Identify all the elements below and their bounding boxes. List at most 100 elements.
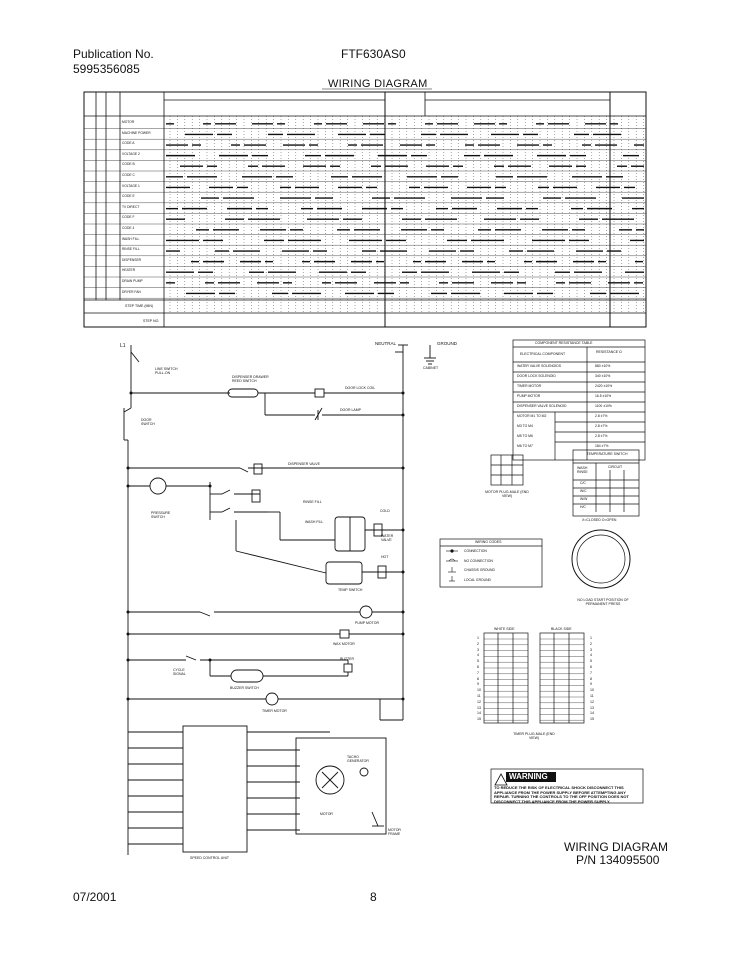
model-number: FTF630AS0 [341, 47, 406, 61]
speed-control-label: SPEED CONTROL UNIT [190, 856, 229, 860]
chart-row-label: CODE A [122, 141, 135, 146]
timer-plug-pin-number: 9 [590, 682, 592, 687]
door-lock-coil-label: DOOR LOCK COIL [345, 386, 376, 390]
timer-plug-pin-number: 6 [590, 665, 592, 669]
wiring-code-item: NO CONNECTION [464, 558, 493, 563]
timer-plug-pin-number: 15 [590, 717, 594, 722]
temp-table-title: TEMPERATURE SWITCH [586, 452, 628, 456]
timer-plug-pin-number: 1 [477, 636, 479, 640]
temp-table-note: X=CLOSED O=OPEN [582, 518, 617, 522]
timer-motor-label: TIMER MOTOR [262, 709, 287, 713]
cycle-signal-label: CYCLE SIGNAL [173, 668, 186, 676]
white-side-label: WHITE SIDE [494, 627, 515, 631]
chart-step-time-label: STEP TIME (MIN) [125, 304, 154, 308]
timer-plug-pin-number: 11 [590, 694, 594, 698]
timer-plug-label: TIMER PLUG-MALE (END VIEW) [513, 732, 555, 740]
chart-row-label: CODE 4 [122, 226, 135, 230]
resistance-value: 340 ±10% [595, 374, 611, 378]
wash-fill-label: WASH FILL [305, 520, 324, 524]
page-title: WIRING DIAGRAM [328, 78, 428, 90]
rinse-fill-label: RINSE FILL [303, 500, 322, 504]
chart-row-label: DISPENSER [122, 257, 142, 262]
timer-plug-pin-number: 13 [477, 705, 481, 710]
buzzer-switch-label: BUZZER SWITCH [230, 686, 259, 690]
motor-plug-label: MOTOR PLUG-MALE (END VIEW) [485, 490, 529, 498]
temp-table-head-0: WASH RINSE [577, 466, 588, 474]
sequence-chart [83, 91, 647, 328]
door-switch-label: DOOR SWITCH [141, 418, 155, 426]
timer-plug-pin-number: 9 [477, 682, 479, 687]
motor-label: MOTOR [320, 812, 333, 816]
resistance-value: 2.8 ±7% [595, 434, 608, 438]
chart-row-label: DRYER FAN [122, 289, 141, 294]
resistance-component: TIMER MOTOR [517, 384, 542, 388]
chart-row-label: CODE C [122, 173, 135, 177]
timer-plug-pin-number: 12 [590, 699, 594, 704]
timer-plug-pin-number: 11 [477, 694, 481, 698]
part-number: P/N 134095500 [576, 853, 660, 867]
timer-plug-pin-number: 6 [477, 665, 479, 669]
wiring-code-item: CHASSIS GROUND [464, 568, 495, 572]
resistance-value: 2.8 ±7% [595, 424, 608, 428]
warning-badge: WARNING [509, 772, 548, 781]
timer-plug-pin-number: 7 [590, 670, 592, 675]
wiring-code-item: LOCAL GROUND [464, 577, 492, 582]
temp-switch-label: TEMP SWITCH [338, 588, 363, 592]
resistance-value: 2420 ±10% [595, 384, 613, 388]
publication-number: 5995356085 [73, 62, 140, 76]
l1-label: L1 [120, 343, 126, 349]
resistance-table-title: COMPONENT RESISTANCE TABLE [535, 341, 593, 345]
dispenser-drawer-label: DISPENSER DRAWER REED SWITCH [232, 375, 269, 383]
timer-plug-pin-number: 14 [590, 711, 594, 716]
resistance-component: WATER VALVE SOLENOIDS [517, 364, 561, 368]
timer-plug-pin-number: 8 [477, 676, 479, 681]
resistance-component: PUMP MOTOR [517, 394, 541, 398]
chart-row-label: DRAIN PUMP [122, 279, 143, 283]
resistance-value: 880 ±10% [595, 364, 611, 368]
resistance-value: 1100 ±10% [595, 404, 612, 408]
resistance-component: DOOR LOCK SOLENOID [517, 374, 556, 378]
resistance-component: M5 TO M6 [517, 434, 533, 438]
cold-label: COLD [380, 509, 390, 513]
temp-table-head-1: CIRCUIT [608, 465, 623, 469]
resistance-col1: ELECTRICAL COMPONENT [520, 352, 566, 356]
temp-table-row: H/C [580, 505, 586, 509]
pump-motor-label: PUMP MOTOR [355, 621, 379, 625]
wiring-codes [439, 538, 543, 588]
motor-frame-label: MOTOR FRAME [388, 828, 401, 836]
timer-plug-black [539, 632, 585, 724]
chart-row-label: MOTOR [122, 120, 135, 124]
chart-row-label: RINSE FILL [122, 247, 140, 252]
publication-label: Publication No. [73, 47, 154, 61]
footer-page: 8 [370, 890, 377, 904]
chart-row-label: CODE F [122, 215, 135, 220]
temp-table-row: C/C [580, 481, 586, 485]
warning-text: TO REDUCE THE RISK OF ELECTRICAL SHOCK D… [494, 785, 629, 804]
timer-plug-pin-number: 7 [477, 670, 479, 675]
timer-plug-pin-number: 5 [477, 659, 479, 664]
wiring-codes-title: WIRING CODES [475, 540, 502, 544]
black-side-label: BLACK SIDE [551, 627, 572, 631]
resistance-col2: RESISTANCE Ω [596, 350, 622, 354]
timer-plug-pin-number: 10 [477, 688, 481, 693]
footer-date: 07/2001 [73, 890, 117, 904]
resistance-component: M6 TO M7 [517, 444, 533, 448]
timer-plug-pin-number: 3 [590, 647, 592, 652]
timer-plug-pin-number: 15 [477, 717, 481, 722]
motor-plug [490, 454, 524, 486]
resistance-component: M3 TO M4 [517, 424, 533, 428]
chart-row-label: TV DIRECT [122, 204, 140, 209]
dial-note: NO LOAD START POSITION OF PERMANENT PRES… [577, 598, 629, 606]
speed-control-unit [182, 725, 248, 853]
line-switch-label: LINE SWITCH PULL-ON [155, 367, 178, 375]
door-lamp-label: DOOR LAMP [340, 408, 362, 412]
temperature-table [572, 449, 640, 517]
dispenser-valve-label: DISPENSER VALVE [288, 462, 320, 466]
wax-motor-label: WAX MOTOR [333, 642, 355, 646]
warning-box [490, 768, 644, 804]
diagram-title: WIRING DIAGRAM [564, 840, 668, 854]
buzzer-label: BUZZER [340, 657, 354, 661]
timer-plug-pin-number: 4 [477, 653, 479, 658]
chart-row-label: VOLTAGE 2 [122, 151, 140, 156]
